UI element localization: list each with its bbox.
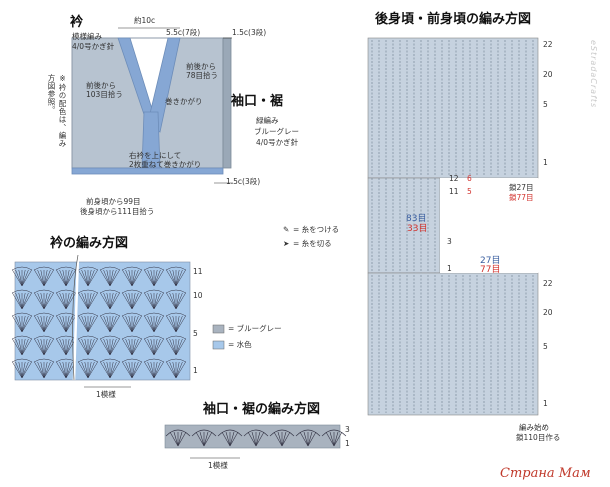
collar-band: 1.5c(3段) bbox=[232, 28, 267, 37]
cuff-row-1: 1 bbox=[345, 439, 350, 448]
collar-pick-bottom1: 前身頃から99目 bbox=[86, 197, 141, 206]
collar-chart-title: 衿の編み方図 bbox=[50, 236, 129, 251]
legend-lightblue: = 水色 bbox=[228, 340, 252, 349]
swatch-bluegrey bbox=[212, 324, 225, 334]
watermark: eStradaCrafts bbox=[589, 40, 598, 109]
chain-27: 鎖27目 bbox=[509, 183, 534, 192]
collar-row-10: 10 bbox=[193, 291, 203, 300]
cuff-row-3: 3 bbox=[345, 425, 350, 434]
body-chart bbox=[367, 37, 539, 416]
cuff-chart-title: 袖口・裾の編み方図 bbox=[203, 402, 321, 417]
collar-sub2: 4/0号かぎ針 bbox=[72, 42, 115, 51]
swatch-lightblue bbox=[212, 340, 225, 350]
side-5: 5 bbox=[467, 187, 472, 196]
collar-sub1: 模様編み bbox=[72, 32, 102, 41]
start-label: 編み始め bbox=[519, 423, 549, 432]
cuff-sub3: 4/0号かぎ針 bbox=[256, 138, 299, 147]
body-row-20: 20 bbox=[543, 70, 553, 79]
collar-schematic bbox=[71, 27, 233, 184]
legend-cut: = 糸を切る bbox=[293, 239, 332, 248]
body-row-20b: 20 bbox=[543, 308, 553, 317]
collar-title: 衿 bbox=[70, 15, 84, 30]
legend-bluegrey: = ブルーグレー bbox=[228, 324, 282, 333]
start-chain: 鎖110目作る bbox=[516, 433, 561, 442]
cuff-repeat: 1模様 bbox=[208, 461, 228, 470]
collar-width: 約10c bbox=[134, 16, 156, 25]
collar-repeat: 1模様 bbox=[96, 390, 116, 399]
site-logo: Страна Мам bbox=[500, 466, 591, 481]
collar-row-11: 11 bbox=[193, 267, 203, 276]
cuff-sub2: ブルーグレー bbox=[254, 127, 299, 136]
bottom-count-b: 77目 bbox=[480, 265, 501, 275]
legend-attach: = 糸をつける bbox=[293, 225, 340, 234]
collar-wrap: 巻きかがり bbox=[165, 97, 203, 106]
cuff-title: 袖口・裾 bbox=[231, 94, 284, 109]
body-row-22: 22 bbox=[543, 40, 553, 49]
body-row-5: 5 bbox=[543, 100, 548, 109]
legend-cut-icon: ➤ bbox=[283, 239, 290, 248]
legend-attach-icon: ✎ bbox=[283, 225, 290, 234]
cuff-sub1: 緑編み bbox=[256, 116, 279, 125]
mid-count-b: 33目 bbox=[407, 224, 428, 234]
collar-note: ※衿の配色は、編み方図参照。 bbox=[47, 74, 67, 148]
collar-pick-right: 前後から 78目拾う bbox=[186, 62, 219, 80]
collar-depth: 5.5c(7段) bbox=[166, 28, 201, 37]
body-row-1: 1 bbox=[543, 158, 548, 167]
collar-pick-bottom2: 後身頃から111目拾う bbox=[80, 207, 155, 216]
chain-77: 鎖77目 bbox=[509, 193, 534, 202]
side-3: 3 bbox=[447, 237, 452, 246]
body-row-5b: 5 bbox=[543, 342, 548, 351]
side-12: 12 bbox=[449, 174, 459, 183]
side-6: 6 bbox=[467, 174, 472, 183]
collar-row-1: 1 bbox=[193, 366, 198, 375]
bottom-count: 27目 bbox=[480, 256, 501, 266]
body-title: 後身頃・前身頃の編み方図 bbox=[375, 12, 532, 27]
body-row-1b: 1 bbox=[543, 399, 548, 408]
side-11: 11 bbox=[449, 187, 459, 196]
mid-count: 83目 bbox=[406, 214, 427, 224]
collar-chart bbox=[11, 254, 191, 388]
body-row-22b: 22 bbox=[543, 279, 553, 288]
collar-pick-back: 前後から 103目拾う bbox=[86, 81, 123, 99]
collar-row-5: 5 bbox=[193, 329, 198, 338]
cuff-chart bbox=[164, 424, 347, 459]
collar-hem: 1.5c(3段) bbox=[226, 177, 261, 186]
side-1: 1 bbox=[447, 264, 452, 273]
collar-overlap: 右衿を上にして 2枚重ねて巻きかがり bbox=[129, 151, 202, 169]
